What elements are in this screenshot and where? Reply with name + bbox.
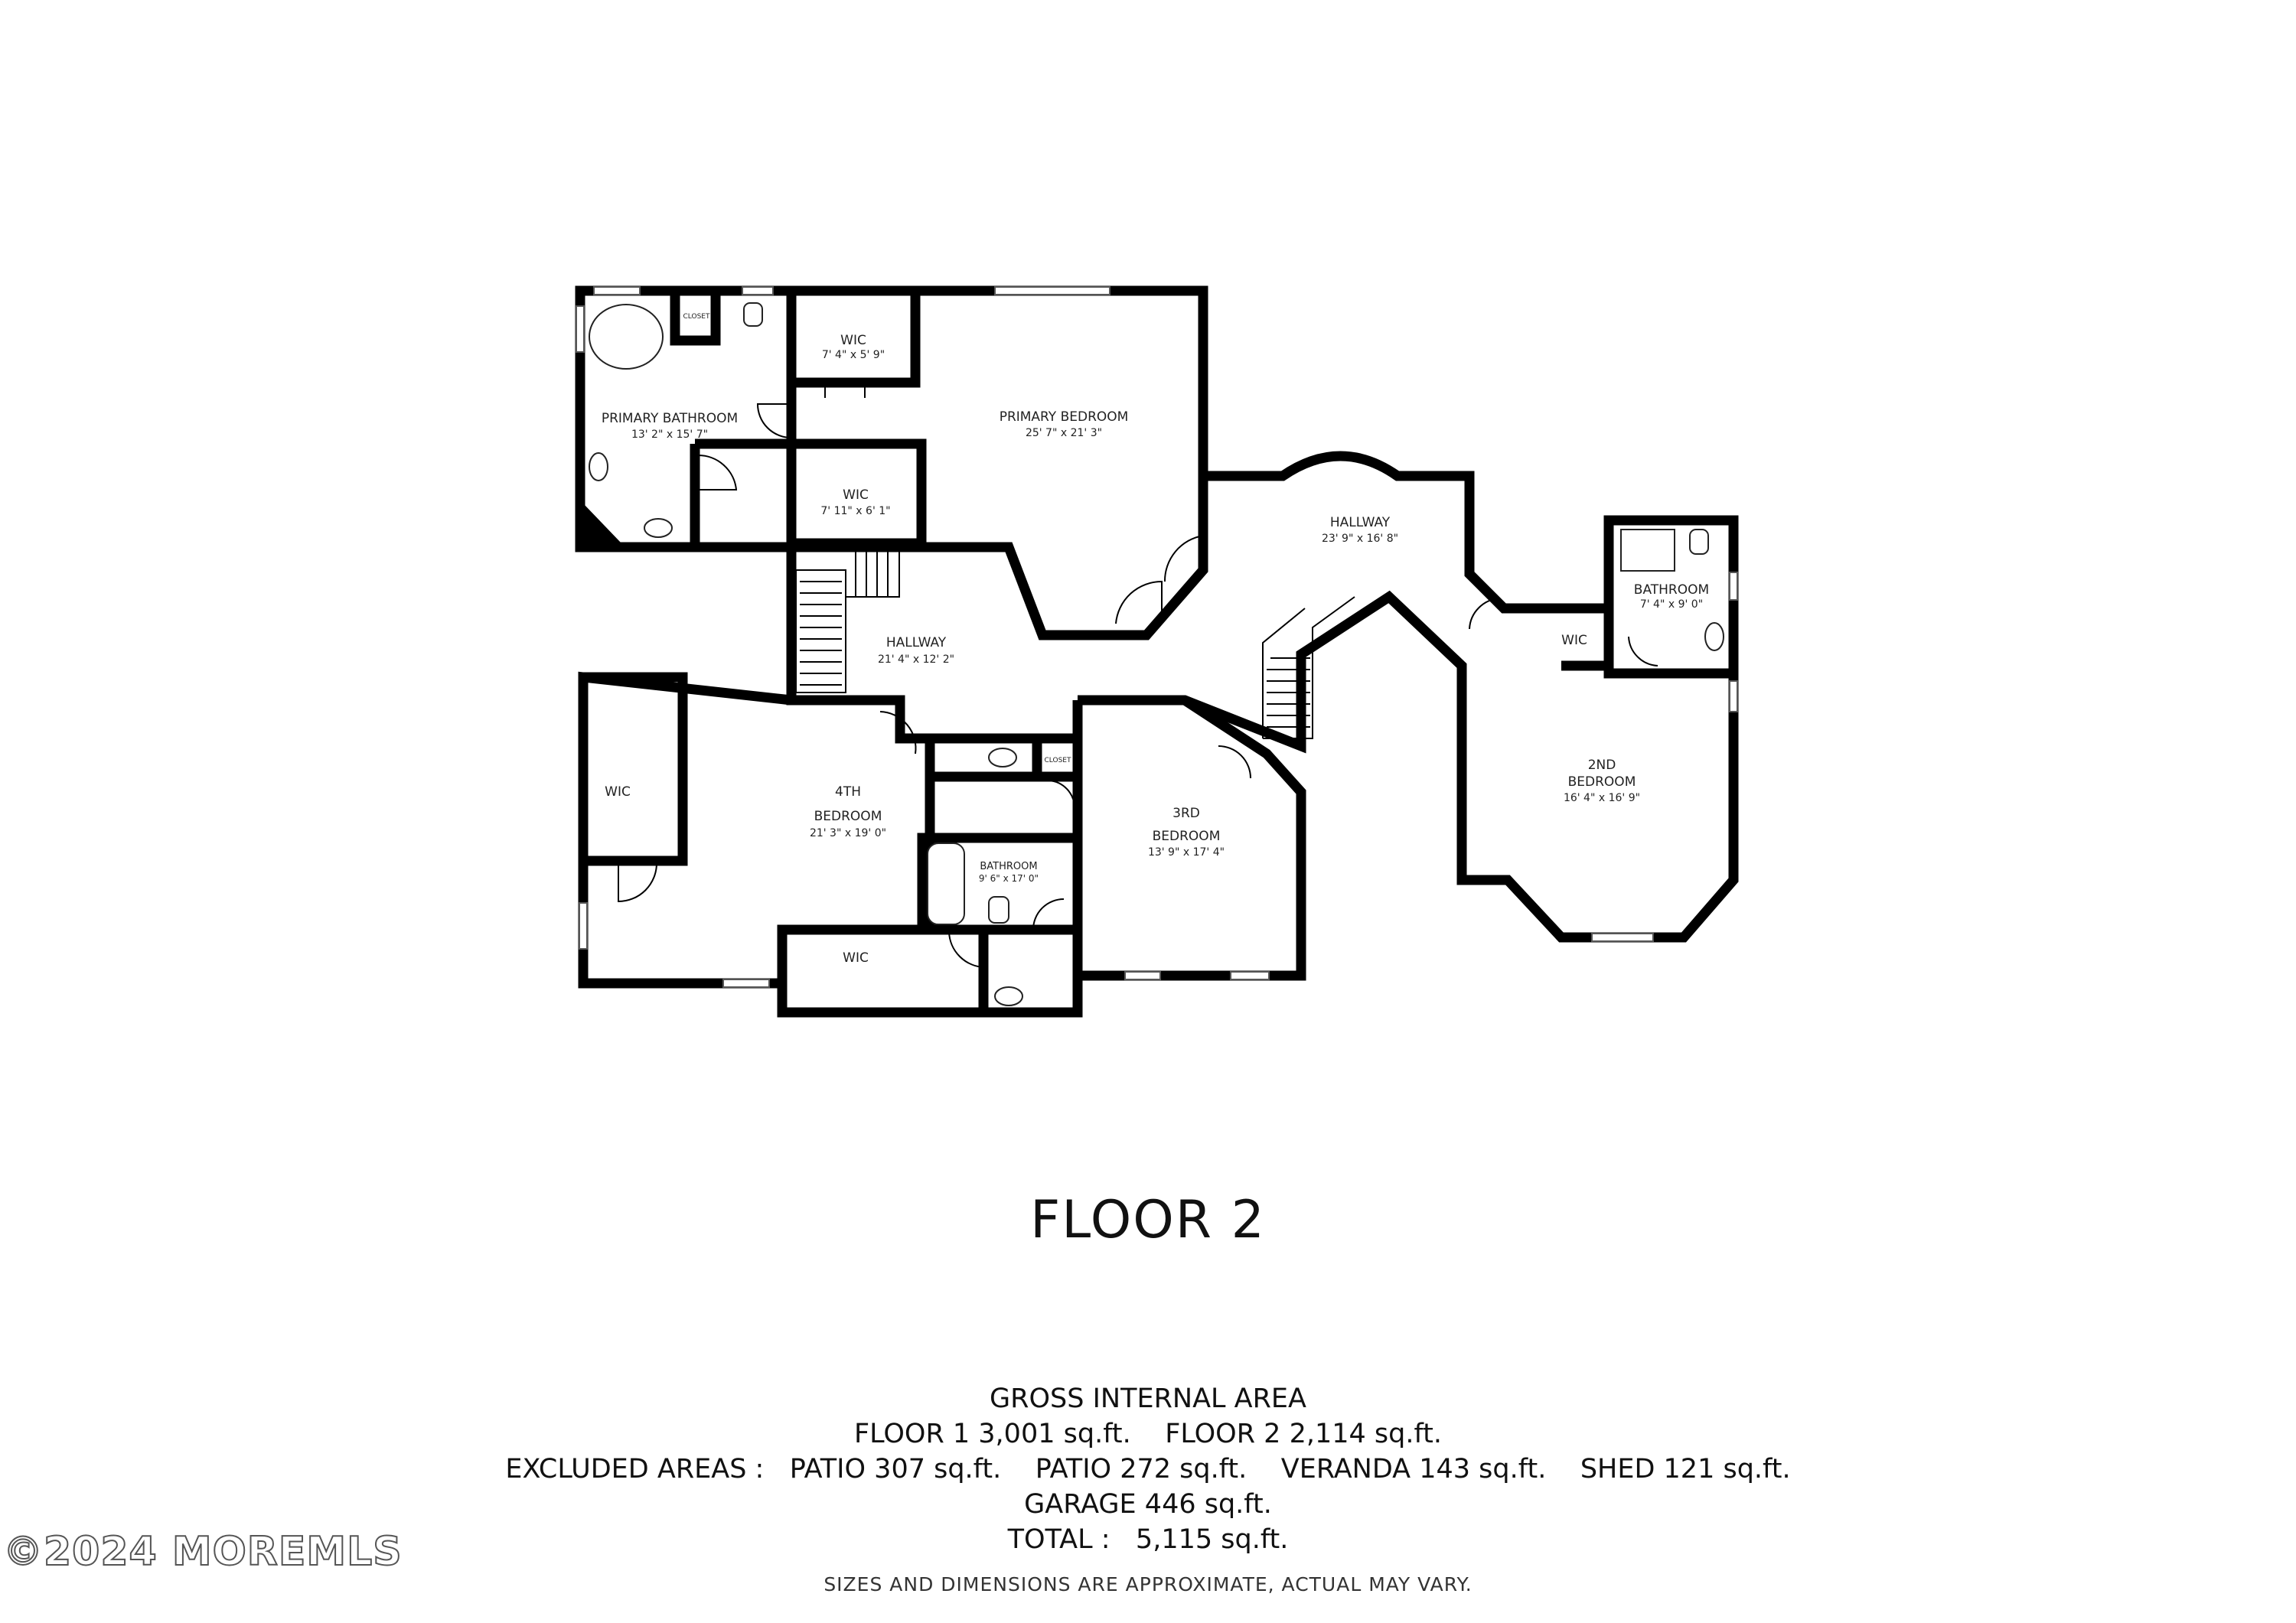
closet-top-walls [670,291,721,346]
sink-primary-left [589,452,608,481]
door-swing [1469,598,1501,630]
door-swing [1628,636,1658,666]
sink-bottom [994,986,1023,1006]
bathroom-center-label: BATHROOM [980,861,1037,872]
primary-bedroom-dimensions: 25' 7" x 21' 3" [1026,427,1102,439]
window [1230,971,1270,980]
door-swing [1048,780,1076,809]
door-swing [1218,745,1251,779]
disclaimer: SIZES AND DIMENSIONS ARE APPROXIMATE, AC… [823,1573,1473,1595]
wic-top-label: WIC [840,333,866,348]
sink-center [988,748,1017,768]
shower-right [1620,529,1675,572]
windows [576,286,1738,988]
hallway-right-walls [1203,451,1739,673]
door-swing [879,711,917,754]
wic-bottom-walls [777,930,1083,1018]
third-bedroom-label-2: BEDROOM [1153,829,1221,844]
bathroom-center-dimensions: 9' 6" x 17' 0" [979,873,1039,884]
wic-left-walls [578,672,688,866]
wic-mid-dimensions: 7' 11" x 6' 1" [820,505,890,517]
bathroom-right-walls [1561,608,1733,679]
window [722,979,770,988]
stairs [795,547,1355,739]
window [1591,933,1654,942]
window [742,286,774,295]
gross-internal-area-block: GROSS INTERNAL AREA FLOOR 1 3,001 sq.ft.… [0,1381,2296,1557]
hallway-center-label: HALLWAY [886,635,947,650]
hallway-right-dimensions: 23' 9" x 16' 8" [1322,533,1398,545]
sink-right [1704,622,1724,651]
wic-right-label: WIC [1561,633,1587,648]
third-bedroom-dimensions: 13' 9" x 17' 4" [1148,846,1225,859]
fourth-bedroom-label-2: BEDROOM [814,809,882,824]
door-swing [756,403,792,438]
door-swing [948,931,985,968]
wic-left-label: WIC [605,784,631,800]
closet-center-label: CLOSET [1045,757,1071,764]
primary-bathroom-dimensions: 13' 2" x 15' 7" [631,429,708,441]
window [994,286,1110,295]
closet-top-label: CLOSET [683,313,710,321]
primary-bedroom-walls [791,285,1208,640]
window [593,286,641,295]
second-bedroom-label-2: BEDROOM [1568,774,1636,790]
fourth-bedroom-label: 4TH [835,784,861,800]
hallway-right-label: HALLWAY [1330,515,1391,530]
wic-top-dimensions: 7' 4" x 5' 9" [822,349,885,361]
primary-bedroom-label: PRIMARY BEDROOM [1000,409,1129,425]
stairs-left [795,547,900,693]
window [576,305,585,353]
toilet-right [1689,529,1709,555]
second-bedroom-dimensions: 16' 4" x 16' 9" [1564,792,1640,804]
door-swing [824,383,866,398]
second-bedroom-label: 2ND [1588,758,1616,773]
corner-fill [585,505,621,543]
window [1729,572,1738,601]
second-bedroom-walls [1456,673,1739,943]
door-swing [1163,535,1204,582]
area-heading: GROSS INTERNAL AREA [990,1383,1306,1414]
third-bedroom-label: 3RD [1172,806,1200,821]
bathroom-center-walls [917,733,1083,935]
door-swing [1115,580,1163,624]
window [1729,680,1738,712]
fourth-bedroom-dimensions: 21' 3" x 19' 0" [810,827,886,839]
sink-primary-bottom [644,518,673,538]
wic-bottom-label: WIC [843,950,869,966]
window [579,902,588,950]
walls [575,285,1739,1018]
primary-bathroom-label: PRIMARY BATHROOM [602,411,738,426]
window [1124,971,1161,980]
wic-mid-label: WIC [843,487,869,503]
hallway-right-lower-walls [1078,590,1467,754]
doors [618,383,1658,968]
area-total: TOTAL : 5,115 sq.ft. [1007,1524,1289,1555]
bath-inner-walls [690,438,791,547]
door-swing [697,454,738,490]
area-excluded: EXCLUDED AREAS : PATIO 307 sq.ft. PATIO … [505,1454,1791,1484]
stairs-right [1262,596,1355,739]
corner-tub [589,304,664,370]
fixtures [585,302,1724,1006]
room-labels: PRIMARY BATHROOM 13' 2" x 15' 7" CLOSET … [602,313,1709,966]
toilet-primary [743,302,763,327]
door-swing [1032,898,1065,930]
hallway-center-dimensions: 21' 4" x 12' 2" [878,653,954,666]
floor-title: FLOOR 2 [1030,1190,1266,1250]
primary-bathroom-walls [575,285,797,552]
bathroom-right-label: BATHROOM [1634,582,1709,598]
closet-center-walls [930,738,1078,782]
bathroom-right-dimensions: 7' 4" x 9' 0" [1640,598,1703,611]
toilet-center [988,896,1009,924]
area-floors: FLOOR 1 3,001 sq.ft. FLOOR 2 2,114 sq.ft… [853,1419,1443,1449]
tub-center [927,842,965,925]
area-garage: GARAGE 446 sq.ft. [1024,1489,1272,1520]
copyright-watermark: ©2024 MOREMLS [2,1528,403,1576]
door-swing [618,862,657,903]
